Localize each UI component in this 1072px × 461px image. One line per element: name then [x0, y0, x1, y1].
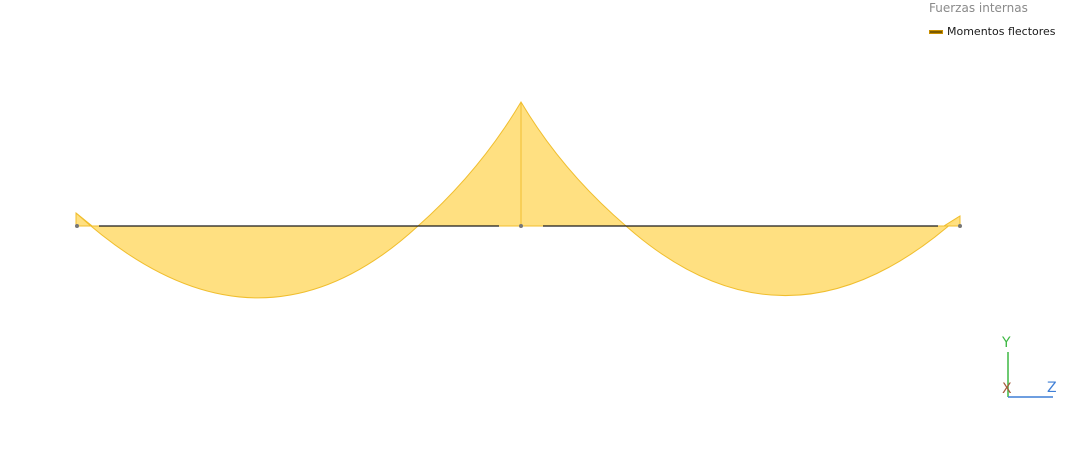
- x-axis-label: X: [1002, 381, 1012, 397]
- node-left[interactable]: [75, 224, 79, 228]
- legend-title: Fuerzas internas: [929, 1, 1028, 15]
- axis-triad: Y X Z: [1001, 335, 1057, 398]
- z-axis-label: Z: [1047, 380, 1057, 396]
- node-right[interactable]: [958, 224, 962, 228]
- legend-item-label: Momentos flectores: [947, 25, 1056, 38]
- moment-region-left-span: [75, 212, 420, 299]
- moment-region-right-tip: [942, 215, 961, 227]
- legend-item-bending-moments[interactable]: Momentos flectores: [929, 25, 1069, 39]
- moment-region-support: [416, 101, 628, 227]
- legend-swatch: [929, 30, 943, 34]
- node-center[interactable]: [519, 224, 523, 228]
- bending-moment-diagram: [75, 101, 961, 299]
- legend: Fuerzas internas Momentos flectores: [929, 1, 1069, 39]
- moment-region-right-span: [624, 215, 961, 297]
- nodes[interactable]: [75, 224, 962, 228]
- y-axis-label: Y: [1001, 335, 1011, 351]
